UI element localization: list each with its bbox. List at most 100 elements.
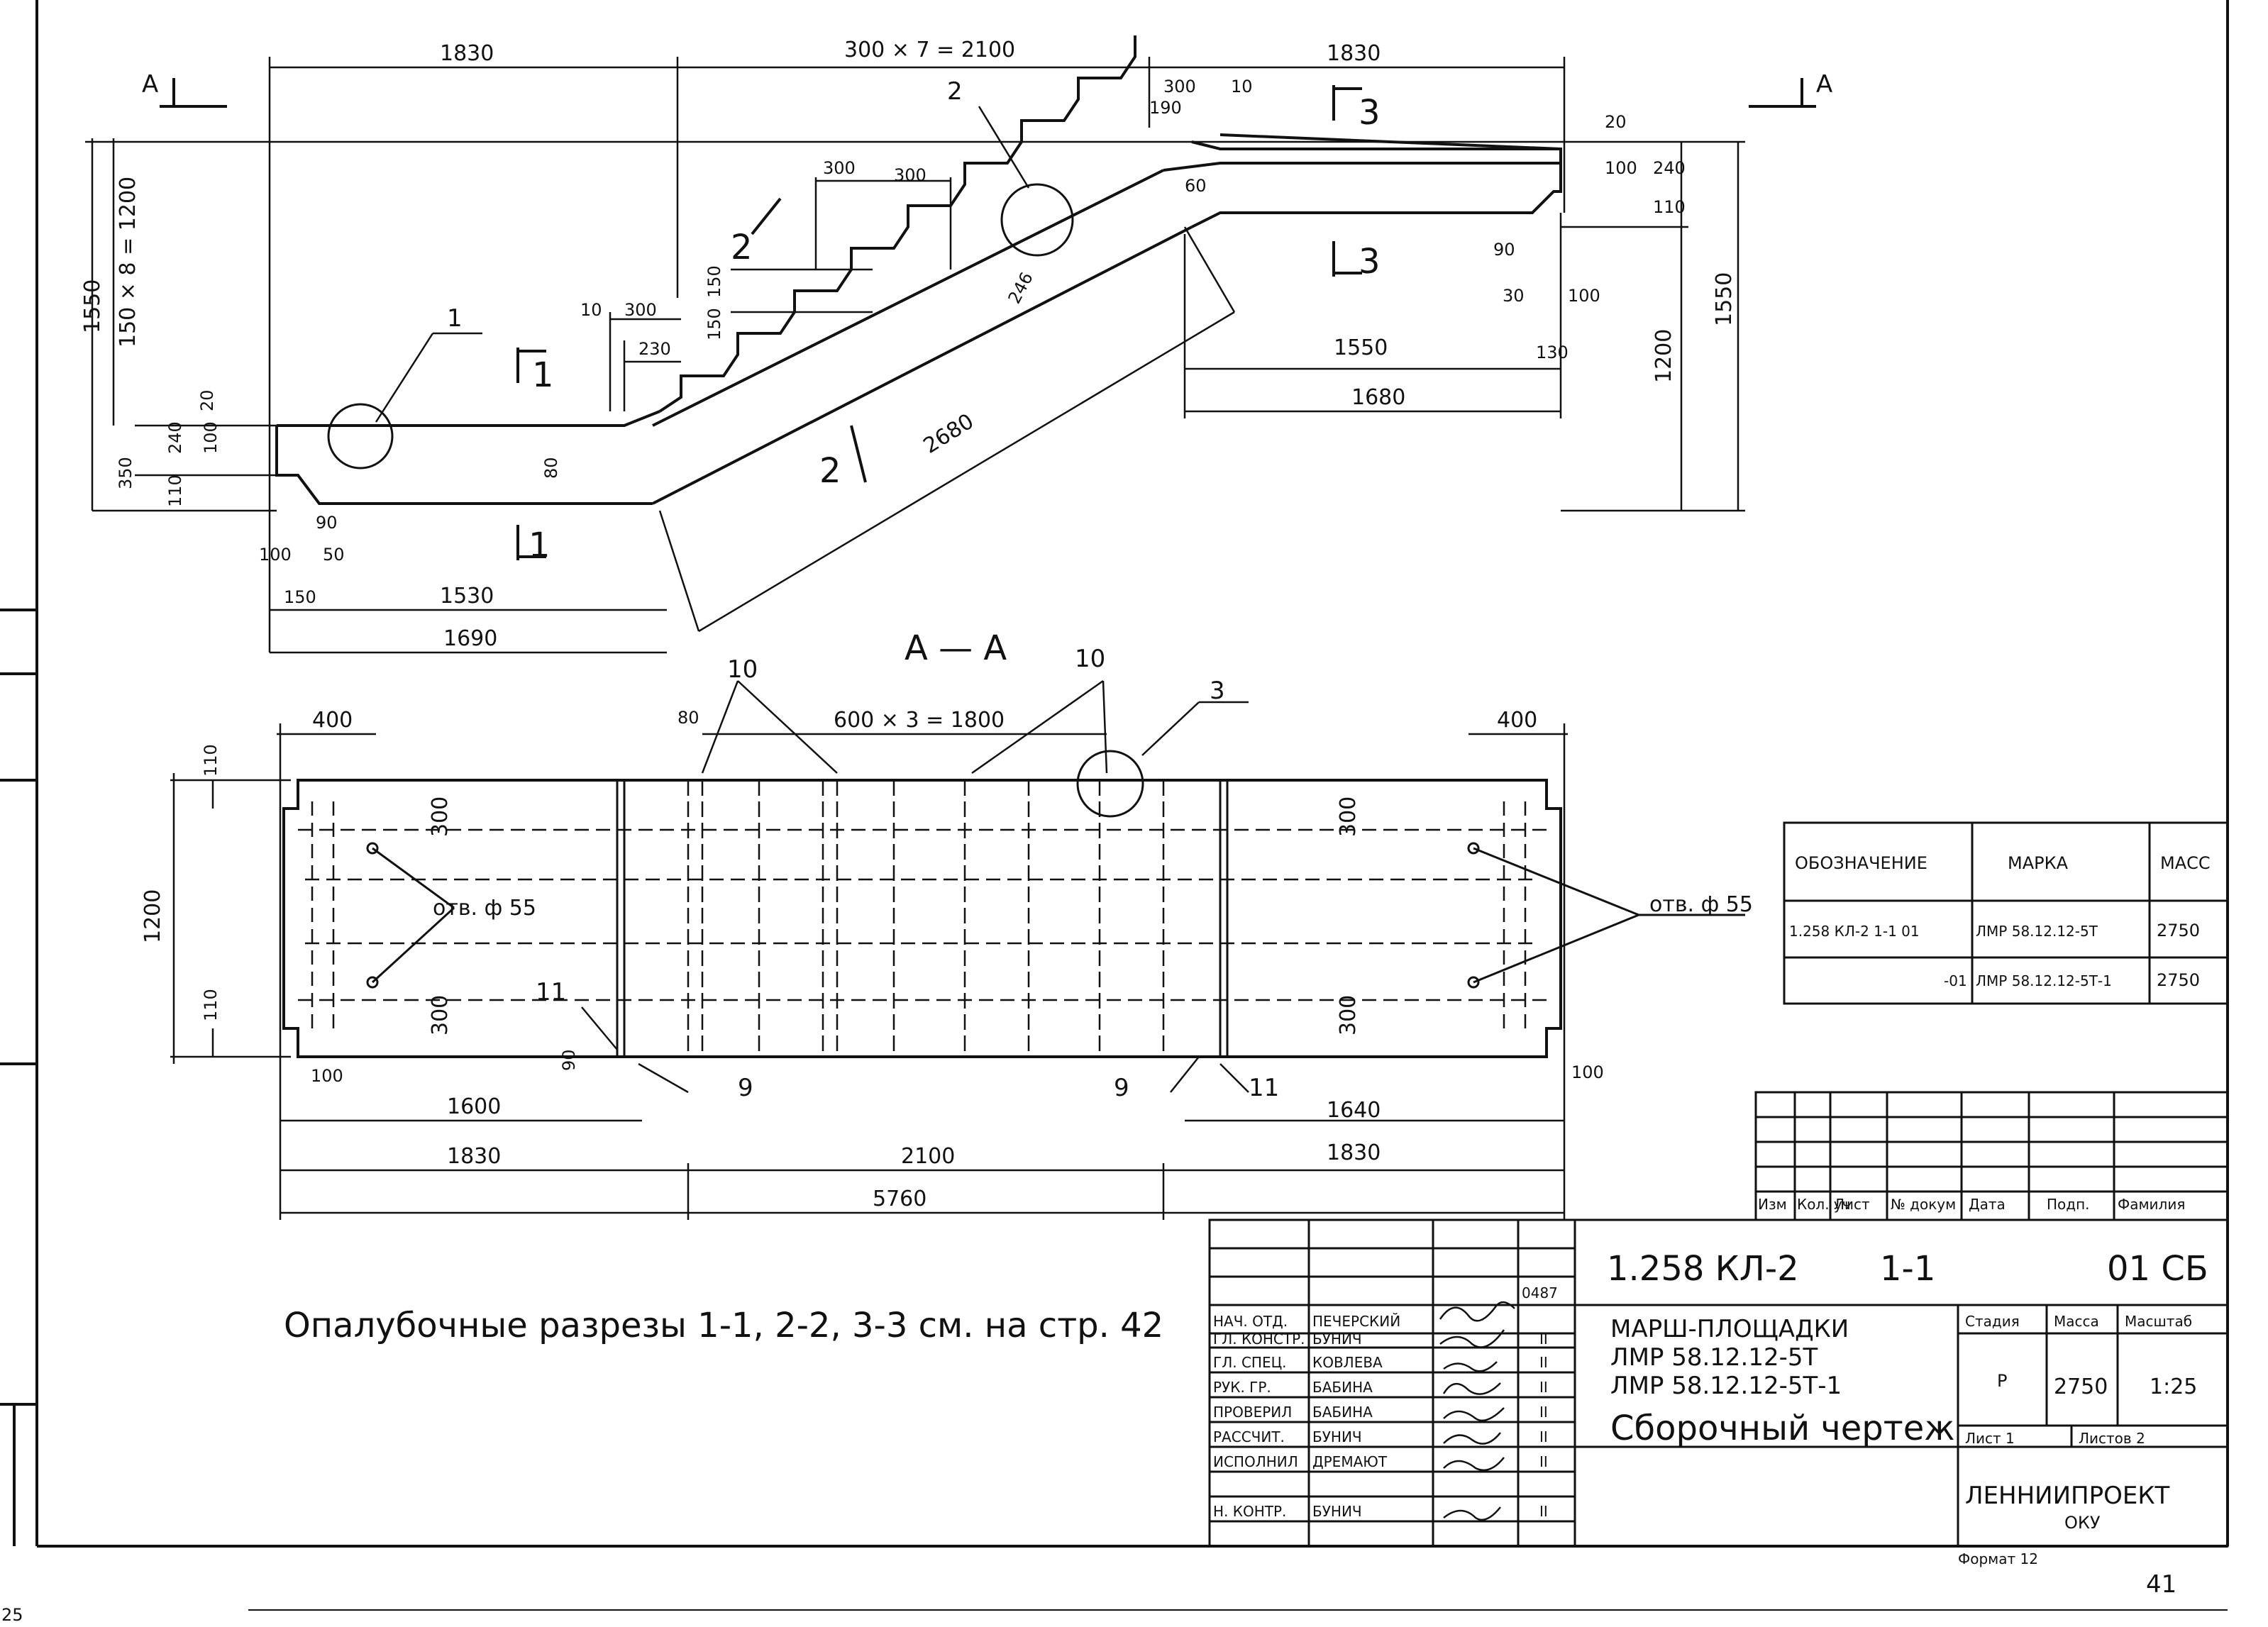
cut-1-bottom: 1 — [529, 526, 551, 565]
plan-holes — [366, 750, 1745, 989]
signer-name-3: КОВЛЕВА — [1312, 1354, 1383, 1371]
signer-role-5: ПРОВЕРИЛ — [1213, 1404, 1292, 1421]
dim-1680: 1680 — [1351, 385, 1405, 410]
signer-name-4: БАБИНА — [1312, 1379, 1373, 1396]
spec-row1-mark: ЛМР 58.12.12-5Т — [1976, 923, 2098, 940]
signer-role-2: ГЛ. КОНСТР. — [1213, 1331, 1305, 1348]
hole-label-right: отв. ф 55 — [1649, 892, 1753, 917]
cut-3-top: 3 — [1359, 93, 1381, 133]
dim-1830-right: 1830 — [1327, 41, 1381, 66]
title-block — [1208, 1218, 2229, 1548]
mass-value: 2750 — [2054, 1375, 2108, 1399]
spec-row1-mass: 2750 — [2157, 921, 2200, 940]
dim-110-right: 110 — [1653, 197, 1686, 217]
dim-240-left: 240 — [165, 421, 185, 454]
plan-dim-1830-left: 1830 — [447, 1144, 501, 1169]
signer-role-8: Н. КОНТР. — [1213, 1503, 1286, 1520]
plan-dim-100-left: 100 — [311, 1066, 343, 1086]
signer-mark-5: II — [1539, 1404, 1548, 1421]
dim-20-right: 20 — [1605, 112, 1627, 132]
dim-30-right: 30 — [1503, 286, 1525, 306]
format-label: Формат 12 — [1958, 1550, 2038, 1567]
cut-2-bottom: 2 — [819, 451, 841, 491]
spec-table-text: ОБОЗНАЧЕНИЕ МАРКА МАСС 1.258 КЛ-2 1-1 01… — [1789, 853, 2211, 990]
spec-row2-mass: 2750 — [2157, 970, 2200, 990]
doc-number: 0487 — [1522, 1284, 1558, 1301]
rev-header-date: Дата — [1969, 1196, 2006, 1213]
dim-300-left: 300 — [624, 300, 657, 320]
dim-300-step-2: 300 — [894, 165, 926, 185]
spec-header-designation: ОБОЗНАЧЕНИЕ — [1795, 853, 1927, 873]
dim-246: 246 — [1005, 269, 1037, 307]
dim-90-bottom: 90 — [316, 513, 338, 533]
title-line-3: ЛМР 58.12.12-5Т-1 — [1610, 1372, 1842, 1400]
doc-sheet-ref: 1-1 — [1880, 1249, 1935, 1289]
dim-100-right-2: 100 — [1568, 286, 1600, 306]
dim-150-bottom: 150 — [284, 587, 316, 607]
plan-callout-11-b: 11 — [1249, 1074, 1279, 1102]
dim-steps-total: 300 × 7 = 2100 — [844, 38, 1015, 62]
dimension-lines-top — [85, 57, 1816, 654]
hole-label-left: отв. ф 55 — [433, 896, 536, 921]
dim-230: 230 — [638, 339, 671, 359]
rev-header-name: Фамилия — [2118, 1196, 2185, 1213]
spec-row2-mark: ЛМР 58.12.12-5Т-1 — [1976, 972, 2112, 989]
sheet-label: Лист 1 — [1965, 1430, 2015, 1447]
spec-row1-designation: 1.258 КЛ-2 1-1 01 — [1789, 923, 1920, 940]
mass-label: Масса — [2054, 1313, 2099, 1330]
signer-name-7: ДРЕМАЮТ — [1312, 1453, 1388, 1470]
plan-dim-80: 80 — [677, 708, 699, 728]
signer-mark-6: II — [1539, 1428, 1548, 1445]
doc-code: 1.258 КЛ-2 — [1607, 1249, 1799, 1289]
plan-dim-300-c: 300 — [1336, 796, 1361, 837]
plan-dim-1640: 1640 — [1327, 1098, 1381, 1123]
rev-header-izm: Изм — [1758, 1196, 1787, 1213]
signer-name-6: БУНИЧ — [1312, 1428, 1362, 1445]
dim-100-right: 100 — [1605, 158, 1637, 178]
cut-1-top: 1 — [532, 355, 554, 395]
signer-name-5: БАБИНА — [1312, 1404, 1373, 1421]
plan-dim-1830-right: 1830 — [1327, 1140, 1381, 1165]
title-line-1: МАРШ-ПЛОЩАДКИ — [1610, 1315, 1849, 1343]
plan-dim-1200: 1200 — [140, 889, 165, 943]
plan-callout-10-b: 10 — [1075, 645, 1105, 673]
plan-dim-110-bottom: 110 — [201, 989, 221, 1021]
callout-2: 2 — [947, 77, 963, 106]
section-mark-a-left: А — [142, 70, 158, 99]
dim-1830-left: 1830 — [440, 41, 494, 66]
dim-10-left: 10 — [580, 300, 602, 320]
dim-2680: 2680 — [919, 409, 978, 459]
signer-mark-2: II — [1539, 1331, 1548, 1348]
signer-role-7: ИСПОЛНИЛ — [1213, 1453, 1298, 1470]
rev-header-kol: Кол. уч — [1797, 1196, 1851, 1213]
title-line-2: ЛМР 58.12.12-5Т — [1610, 1343, 1818, 1372]
section-title-aa: А — А — [905, 628, 1007, 668]
dim-90-right: 90 — [1493, 240, 1515, 260]
plan-dim-400-left: 400 — [312, 708, 353, 733]
dim-1550-left: 1550 — [80, 279, 105, 333]
spec-header-mass: МАСС — [2160, 853, 2211, 873]
plan-callout-9-a: 9 — [738, 1074, 753, 1102]
doc-type: Сборочный чертеж — [1610, 1409, 1955, 1448]
page-number: 25 — [1, 1605, 23, 1625]
dim-150: 150 — [704, 265, 724, 298]
dim-1690: 1690 — [443, 626, 497, 651]
org-line-1: ЛЕННИИПРОЕКТ — [1965, 1482, 2170, 1510]
dim-10-top: 10 — [1231, 77, 1253, 96]
plan-callout-11-a: 11 — [536, 978, 566, 1006]
revision-table-text: Изм Кол. уч Лист № докум Дата Подп. Фами… — [1758, 1196, 2185, 1213]
formwork-note: Опалубочные разрезы 1-1, 2-2, 3-3 см. на… — [284, 1306, 1163, 1345]
signer-mark-7: II — [1539, 1453, 1548, 1470]
dim-50: 50 — [323, 545, 345, 565]
org-line-2: ОКУ — [2064, 1513, 2101, 1533]
callout-circles-top — [327, 183, 1074, 470]
plan-dim-1600: 1600 — [447, 1094, 501, 1119]
signer-mark-3: II — [1539, 1354, 1548, 1371]
plan-dim-300-a: 300 — [428, 796, 453, 837]
plan-dim-100-right: 100 — [1571, 1062, 1604, 1082]
dim-1530: 1530 — [440, 584, 494, 609]
dim-300-step-1: 300 — [823, 158, 856, 178]
dim-240-right: 240 — [1653, 158, 1686, 178]
rev-header-doc: № докум — [1891, 1196, 1956, 1213]
plan-dim-2100: 2100 — [901, 1144, 955, 1169]
